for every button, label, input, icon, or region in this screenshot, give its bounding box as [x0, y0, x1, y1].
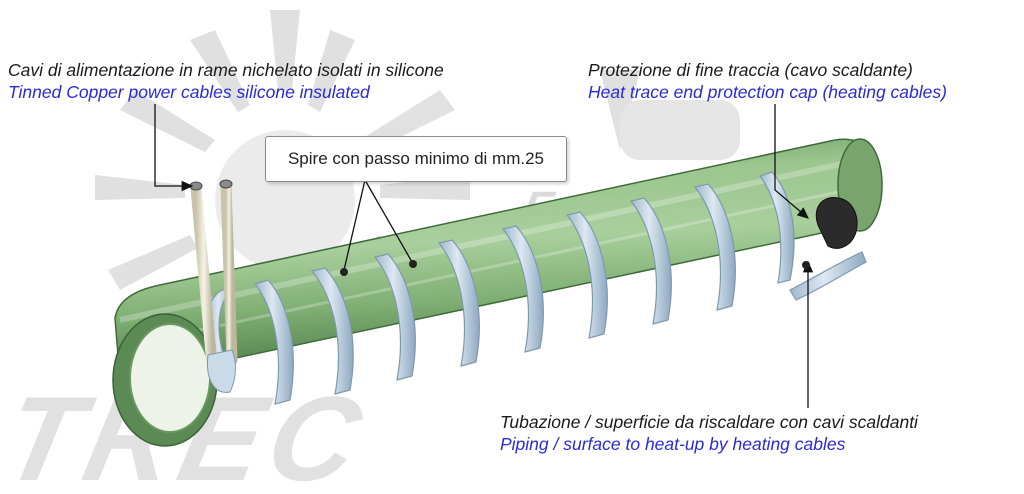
pipe — [114, 138, 881, 375]
leader-lines — [154, 104, 814, 408]
power-cables-label-en: Tinned Copper power cables silicone insu… — [8, 82, 370, 102]
pitch-callout-box: Spire con passo minimo di mm.25 — [265, 136, 567, 182]
end-cap-label-en: Heat trace end protection cap (heating c… — [588, 82, 947, 102]
pipe-open-end — [112, 313, 218, 447]
pitch-callout-text: Spire con passo minimo di mm.25 — [287, 149, 545, 168]
leader-dots — [340, 260, 810, 276]
end-protection-cap — [815, 197, 858, 249]
piping-label-en: Piping / surface to heat-up by heating c… — [500, 434, 846, 454]
piping-label-it: Tubazione / superficie da riscaldare con… — [500, 412, 918, 432]
end-cap-label-it: Protezione di fine traccia (cavo scaldan… — [588, 60, 913, 80]
power-cables — [189, 179, 238, 393]
power-cables-label-it: Cavi di alimentazione in rame nichelato … — [8, 60, 444, 80]
spiral-heating-cable — [204, 171, 867, 405]
